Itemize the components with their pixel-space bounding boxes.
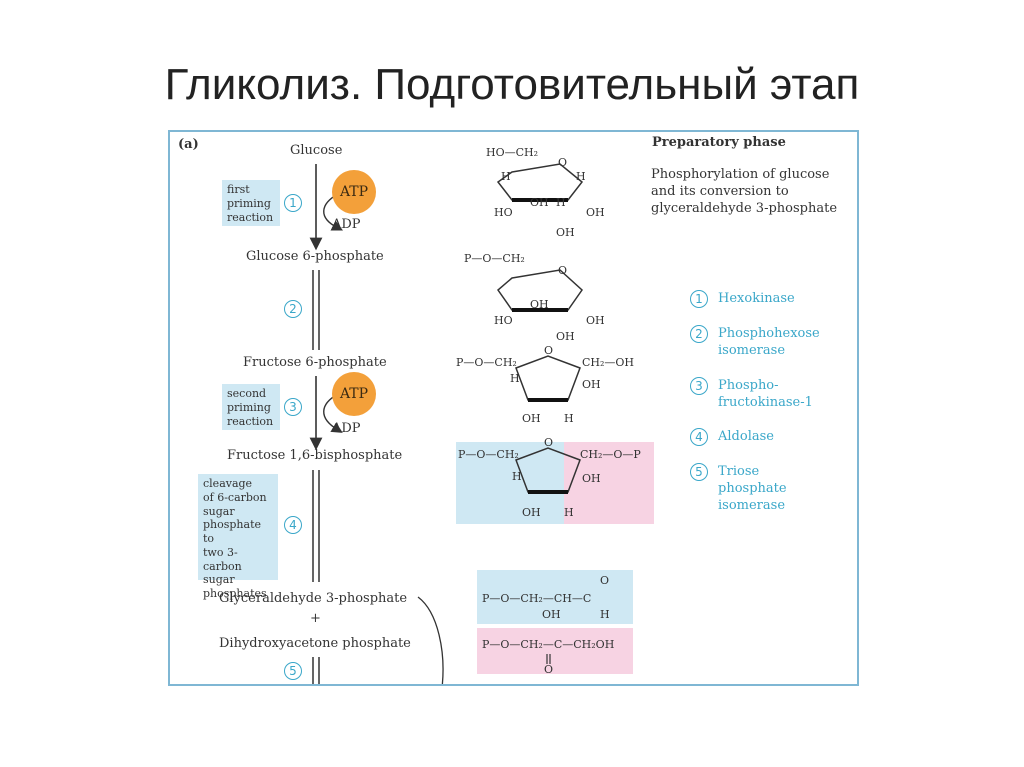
note-line: sugar: [203, 573, 235, 587]
structure-drawings: HO—CH₂ O H H HO OH OH H OH P—O—CH₂ O HO …: [456, 146, 654, 676]
atom-oh: OH: [522, 412, 541, 425]
enzyme-number-4: 4: [690, 428, 708, 446]
atom-oh: OH: [556, 330, 575, 343]
f6p-ch2-oh: CH₂—OH: [582, 356, 634, 369]
note-line: reaction: [227, 210, 274, 224]
step-number-5: 5: [284, 662, 302, 680]
diagram-panel: (a) Glucose Glucose 6-phosphate Fructose…: [168, 130, 859, 686]
atp-badge-2: ATP: [332, 372, 376, 416]
phase-description-line: Phosphorylation of glucose: [651, 167, 830, 182]
ring-o: O: [544, 436, 553, 449]
phase-description-line: glyceraldehyde 3-phosphate: [651, 201, 838, 216]
enzyme-name-aldolase: Aldolase: [718, 429, 774, 444]
enzyme-number-5: 5: [690, 463, 708, 481]
phase-title: Preparatory phase: [652, 135, 786, 150]
atom-oh: OH: [530, 196, 549, 209]
adp-label-1: ADP: [332, 217, 361, 232]
atom-ho: HO: [494, 206, 513, 219]
dhap-structure: P—O—CH₂—C—CH₂OH O: [482, 638, 614, 676]
metabolite-glucose: Glucose: [290, 143, 343, 158]
g6p-p-o-ch2: P—O—CH₂: [464, 252, 525, 265]
note-line: reaction: [227, 414, 274, 428]
ring-o: O: [558, 156, 567, 169]
gap-chain: P—O—CH₂—CH—C: [482, 592, 591, 605]
glucose-structure: HO—CH₂ O H H HO OH OH H OH: [486, 146, 605, 239]
note-line: sugar: [203, 504, 235, 518]
enzyme-name-phosphohexose-isomerase: Phosphohexose isomerase: [718, 326, 820, 358]
note-line: priming: [227, 400, 271, 414]
note-line: two 3-carbon: [203, 545, 242, 573]
atom-h: H: [556, 196, 566, 209]
phase-description-line: and its conversion to: [651, 184, 789, 199]
step-number-2: 2: [284, 300, 302, 318]
enzyme-number-1: 1: [690, 290, 708, 308]
note-line: of 6-carbon: [203, 490, 267, 504]
enzyme-number-3: 3: [690, 377, 708, 395]
fbp-ch2-o-p: CH₂—O—P: [580, 448, 641, 461]
atom-h: H: [510, 372, 520, 385]
f6p-p-o-ch2: P—O—CH₂: [456, 356, 517, 369]
metabolite-glyceraldehyde-3-phosphate: Glyceraldehyde 3-phosphate: [219, 591, 408, 606]
fructose-6-phosphate-structure: P—O—CH₂ O CH₂—OH H OH OH H: [456, 344, 634, 425]
atom-oh: OH: [542, 608, 561, 621]
panel-letter: (a): [178, 137, 199, 152]
metabolite-dihydroxyacetone-phosphate: Dihydroxyacetone phosphate: [219, 636, 411, 651]
note-line: priming: [227, 196, 271, 210]
highlight-pink-dhap: [477, 628, 633, 674]
enzyme-name-triose-phosphate-isomerase: Triose phosphate isomerase: [718, 464, 787, 513]
plus-sign: +: [310, 611, 321, 626]
enzyme-name-phosphofructokinase: Phospho- fructokinase-1: [718, 378, 813, 410]
atom-oh: OH: [582, 378, 601, 391]
note-line: second: [227, 387, 267, 400]
atom-ho: HO: [494, 314, 513, 327]
atom-h: H: [564, 506, 574, 519]
highlight-blue: [456, 442, 564, 524]
note-second-priming: second priming reaction: [222, 384, 280, 430]
atom-oh: OH: [586, 314, 605, 327]
step-number-1: 1: [284, 194, 302, 212]
atom-oh: OH: [586, 206, 605, 219]
atp-badge-1: ATP: [332, 170, 376, 214]
atom-oh: OH: [530, 298, 549, 311]
note-cleavage: cleavage of 6-carbon sugar phosphate to …: [198, 474, 278, 600]
ring-o: O: [558, 264, 567, 277]
glucose-ho-ch2: HO—CH₂: [486, 146, 538, 159]
fructose-1-6-bisphosphate-structure: P—O—CH₂ O CH₂—O—P H OH OH H: [458, 436, 641, 519]
dhap-chain: P—O—CH₂—C—CH₂OH: [482, 638, 614, 651]
atom-o: O: [544, 663, 553, 676]
atom-h: H: [564, 412, 574, 425]
step-number-4: 4: [284, 516, 302, 534]
slide-title: Гликолиз. Подготовительный этап: [164, 60, 860, 109]
metabolite-glucose-6-phosphate: Glucose 6-phosphate: [246, 249, 384, 264]
enzyme-name-hexokinase: Hexokinase: [718, 291, 795, 306]
note-line: phosphate to: [203, 518, 262, 545]
atom-oh: OH: [522, 506, 541, 519]
metabolite-fructose-6-phosphate: Fructose 6-phosphate: [243, 355, 387, 370]
gap-structure: P—O—CH₂—CH—C OH O H: [482, 574, 610, 621]
pathway-arrows: [309, 164, 444, 684]
note-line: cleavage: [203, 477, 253, 490]
adp-label-2: ADP: [332, 421, 361, 436]
fbp-p-o-ch2: P—O—CH₂: [458, 448, 519, 461]
atom-h: H: [600, 608, 610, 621]
ring-o: O: [544, 344, 553, 357]
atom-oh: OH: [582, 472, 601, 485]
highlight-blue-gap: [477, 570, 633, 624]
atom-h: H: [512, 470, 522, 483]
metabolite-fructose-1-6-bisphosphate: Fructose 1,6-bisphosphate: [227, 448, 403, 463]
atom-h: H: [501, 170, 511, 183]
note-first-priming: first priming reaction: [222, 180, 280, 226]
atom-oh: OH: [556, 226, 575, 239]
glucose-6-phosphate-structure: P—O—CH₂ O HO OH OH OH: [464, 252, 605, 343]
step-number-3: 3: [284, 398, 302, 416]
atom-o: O: [600, 574, 609, 587]
note-line: phosphates: [203, 587, 267, 600]
enzyme-number-2: 2: [690, 325, 708, 343]
highlight-pink: [564, 442, 654, 524]
note-line: first: [227, 183, 250, 196]
atom-h: H: [576, 170, 586, 183]
